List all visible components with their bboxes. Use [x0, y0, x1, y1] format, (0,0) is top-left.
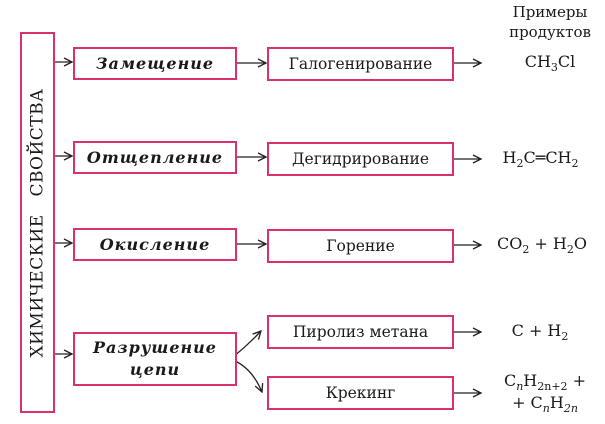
formula-segment: 2 — [522, 243, 530, 256]
formula-segment: + C — [512, 393, 543, 412]
formula-segment: H — [502, 148, 517, 167]
formula-segment: + H — [529, 234, 567, 253]
formula-segment: C — [503, 371, 517, 390]
reaction-type-label: Отщепление — [86, 147, 224, 167]
formula-segment: C + H — [511, 321, 562, 340]
formula-segment: 2 — [571, 157, 579, 170]
reaction-type-label-line1: Разрушение — [93, 338, 217, 357]
process-label: Крекинг — [325, 384, 396, 402]
process-dehydrogenation: Дегидрирование — [267, 142, 454, 176]
formula-segment: CO — [496, 234, 523, 253]
process-halogenation: Галогенирование — [267, 47, 454, 81]
formula-segment: H — [549, 393, 564, 412]
formula-segment: n — [542, 402, 550, 415]
product-formula-line2: + CnH2n — [490, 392, 600, 414]
product-formula: CO2 + H2O — [487, 234, 597, 256]
reaction-type-oxidation: Окисление — [73, 228, 237, 261]
formula-segment: Cl — [557, 52, 576, 71]
formula-segment: CH — [524, 52, 551, 71]
process-combustion: Горение — [267, 229, 454, 263]
process-label: Пиролиз метана — [292, 323, 429, 341]
process-label: Галогенирование — [288, 55, 433, 73]
product-formula: H2C═CH2 — [483, 148, 598, 170]
process-label: Горение — [326, 237, 395, 255]
products-header-line1: Примеры — [512, 3, 588, 21]
product-ethene: H2C═CH2 — [483, 148, 598, 170]
root-chemical-properties-box: ХИМИЧЕСКИЕ СВОЙСТВА — [20, 32, 55, 413]
root-label: ХИМИЧЕСКИЕ СВОЙСТВА — [27, 88, 48, 357]
products-header: Примеры продуктов — [500, 2, 600, 42]
process-cracking: Крекинг — [267, 376, 454, 410]
arrow-chain-to-cracking — [232, 359, 262, 392]
products-header-line2: продуктов — [509, 23, 591, 41]
formula-segment: C═CH — [523, 148, 572, 167]
reaction-type-substitution: Замещение — [73, 47, 237, 80]
arrow-chain-to-pyrolysis — [232, 331, 261, 358]
formula-segment: n — [516, 380, 524, 393]
reaction-type-chain-breaking: Разрушение цепи — [73, 332, 237, 386]
formula-segment: O — [573, 234, 587, 253]
formula-segment: 3 — [550, 61, 558, 74]
process-label: Дегидрирование — [291, 150, 430, 168]
formula-segment: 2n+2 — [537, 380, 568, 393]
formula-segment: 2 — [516, 157, 524, 170]
reaction-type-label: Замещение — [95, 53, 215, 73]
reaction-type-label: Окисление — [99, 234, 211, 254]
product-formula-line1: CnH2n+2 + — [490, 370, 600, 392]
product-chloromethane: CH3Cl — [500, 52, 600, 74]
product-carbon-hydrogen: C + H2 — [500, 321, 580, 343]
formula-segment: 2n — [563, 402, 578, 415]
product-co2-h2o: CO2 + H2O — [487, 234, 597, 256]
formula-segment: 2 — [561, 330, 569, 343]
product-formula: CH3Cl — [500, 52, 600, 74]
formula-segment: H — [523, 371, 538, 390]
product-formula: C + H2 — [500, 321, 580, 343]
reaction-type-label-line2: цепи — [129, 360, 181, 379]
formula-segment: + — [567, 371, 587, 390]
product-alkane-alkene: CnH2n+2 + + CnH2n — [490, 370, 600, 414]
reaction-type-elimination: Отщепление — [73, 141, 237, 174]
process-methane-pyrolysis: Пиролиз метана — [267, 315, 454, 349]
formula-segment: 2 — [566, 243, 574, 256]
